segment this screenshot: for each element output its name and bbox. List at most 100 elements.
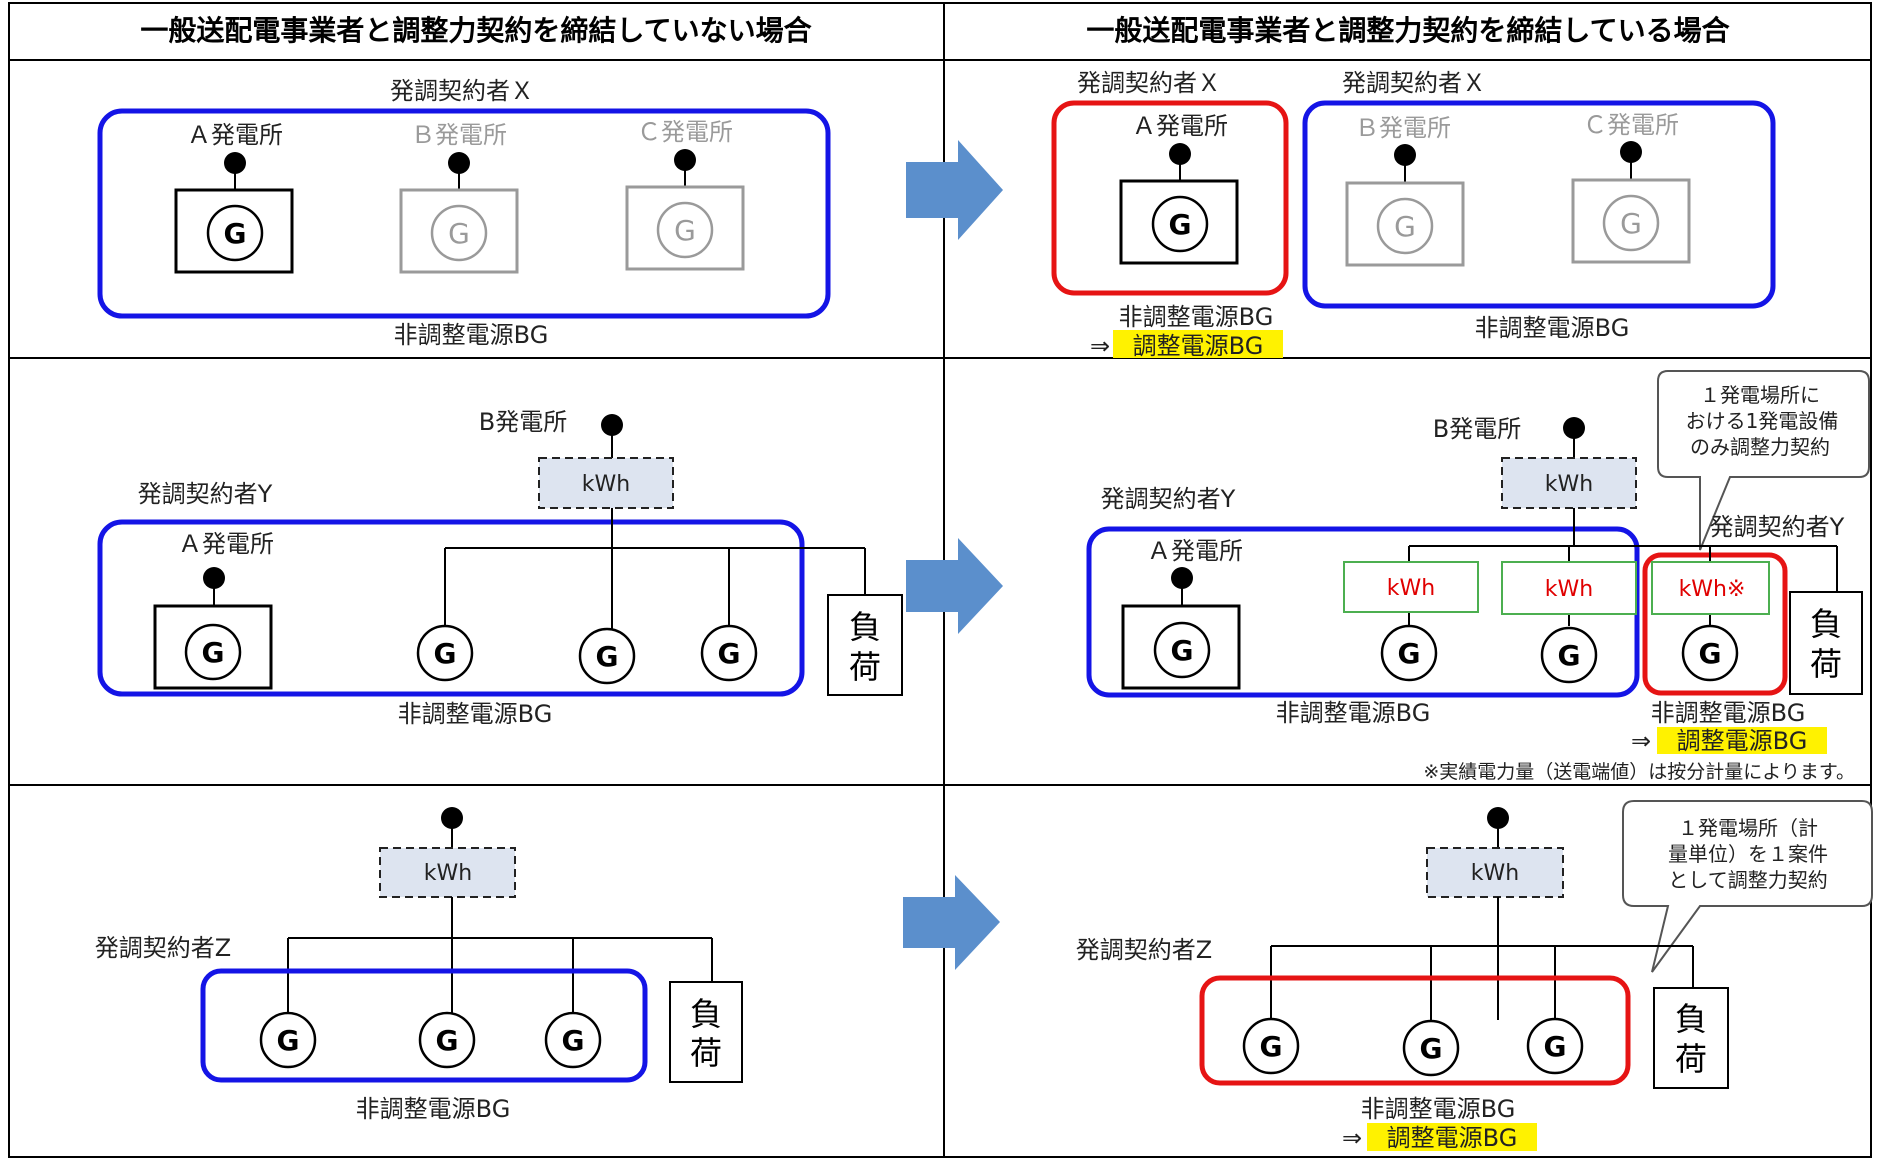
arrow-row2: [906, 538, 1003, 634]
bg-from-label: 非調整電源BG: [1119, 303, 1274, 331]
generator-symbol: G: [1544, 1030, 1567, 1063]
plant-box: [153, 604, 273, 690]
generator-symbol: G: [1420, 1032, 1443, 1065]
plant-a-label: Ａ発電所: [1147, 537, 1243, 565]
load-box: [827, 594, 903, 696]
plant-b-label: Ｂ発電所: [411, 121, 507, 149]
generator-icon: [430, 204, 488, 262]
generator-symbol: G: [434, 637, 457, 670]
row2-left-panel: B発電所 kWh 発調契約者Y Ａ発電所 G G G G 負 荷 非調整電源BG: [97, 408, 903, 728]
generator-symbol: G: [1394, 210, 1416, 243]
generator-icon: [416, 624, 474, 682]
non-adjustable-group-box: [97, 519, 805, 697]
generator-icon: [184, 623, 242, 681]
generator-icon: [1153, 621, 1211, 679]
kwh-meter-box: [379, 847, 516, 898]
row3-right-panel: kWh １発電場所（計 量単位）を１案件 として調整力契約 発調契約者Z G G…: [1076, 800, 1873, 1152]
generator-icon: [259, 1011, 317, 1069]
generator-icon: [418, 1011, 476, 1069]
load-box: [1789, 591, 1863, 695]
contractor-label-blue: 発調契約者Ｘ: [1342, 69, 1486, 97]
kwh-meter-box: [1426, 847, 1564, 898]
generator-icon: [544, 1011, 602, 1069]
generator-symbol: G: [1169, 208, 1192, 241]
header-left: 一般送配電事業者と調整力契約を締結していない場合: [140, 14, 812, 47]
plant-box: [1121, 604, 1241, 690]
contractor-label-red: 発調契約者Ｘ: [1077, 69, 1221, 97]
load-label-bottom: 荷: [849, 648, 881, 686]
generator-icon: [206, 204, 264, 262]
load-box: [1653, 987, 1729, 1089]
highlight-marker: [1657, 727, 1827, 754]
non-adjustable-group-box: [97, 108, 831, 319]
generator-icon: [1681, 624, 1739, 682]
callout-bubble: [1657, 370, 1870, 551]
generator-symbol: G: [1699, 637, 1722, 670]
header-right: 一般送配電事業者と調整力契約を締結している場合: [1086, 14, 1730, 47]
generator-icon: [1380, 624, 1438, 682]
callout-line-2: 量単位）を１案件: [1668, 842, 1828, 866]
row3-left-panel: kWh 発調契約者Z G G G 負 荷 非調整電源BG: [95, 807, 743, 1123]
load-box: [669, 981, 743, 1083]
callout-line-1: １発電場所（計: [1678, 816, 1818, 840]
right-arrow-icon: [903, 875, 1000, 970]
adjustable-group-box: [1199, 975, 1631, 1086]
generator-symbol: G: [718, 637, 741, 670]
kwh-meter-label: kWh: [424, 861, 472, 886]
contractor-label: 発調契約者Ｘ: [390, 77, 534, 105]
generator-icon: [656, 201, 714, 259]
kwh-submeter-box: [1501, 561, 1637, 615]
load-label-top: 負: [690, 995, 722, 1033]
generator-icon: [1602, 194, 1660, 252]
generator-symbol: G: [1620, 207, 1642, 240]
bg-arrow: ⇒: [1090, 332, 1110, 360]
generator-icon: [1376, 197, 1434, 255]
generator-symbol: G: [1558, 639, 1581, 672]
bg-to-label: 調整電源BG: [1133, 332, 1264, 360]
callout-bubble: [1622, 800, 1873, 973]
plant-box: [1119, 179, 1239, 265]
kwh-meter-label: kWh: [1545, 472, 1593, 497]
callout-line-3: として調整力契約: [1668, 868, 1827, 892]
generator-symbol: G: [1260, 1030, 1283, 1063]
callout-line-3: のみ調整力契約: [1690, 435, 1830, 459]
contractor-label: 発調契約者Y: [1101, 485, 1236, 513]
plant-box: [399, 188, 519, 274]
kwh-meter-box: [1501, 457, 1637, 509]
bg-to-label: 調整電源BG: [1387, 1124, 1518, 1152]
adjustable-group-box: [1051, 100, 1289, 296]
outer-frame: [8, 2, 1872, 1158]
plant-b-label: B発電所: [479, 408, 567, 436]
bg-to-label: 調整電源BG: [1677, 727, 1808, 755]
plant-a-label: Ａ発電所: [178, 530, 274, 558]
load-label-top: 負: [849, 608, 881, 646]
load-label-bottom: 荷: [690, 1034, 722, 1072]
kwh-submeter-label: kWh: [1545, 577, 1593, 602]
row2-right-panel: B発電所 kWh 発調契約者Y １発電場所に おける1発電設備 のみ調整力契約 …: [1086, 370, 1870, 783]
plant-b-label: B発電所: [1433, 415, 1521, 443]
kwh-meter-label: kWh: [582, 472, 630, 497]
load-label-bottom: 荷: [1810, 645, 1842, 683]
generator-icon: [1402, 1019, 1460, 1077]
arrow-row3: [903, 875, 1000, 970]
generator-icon: [578, 627, 636, 685]
generator-icon: [1242, 1017, 1300, 1075]
contractor-label: 発調契約者Z: [1076, 936, 1212, 964]
contractor-label: 発調契約者Z: [95, 934, 231, 962]
bg-label: 非調整電源BG: [394, 321, 549, 349]
plant-box: [1571, 178, 1691, 264]
adjustable-group-box: [1642, 552, 1788, 696]
generator-symbol: G: [448, 217, 470, 250]
generator-symbol: G: [202, 636, 225, 669]
generator-icon: [1151, 195, 1209, 253]
row1-left-panel: 発調契約者Ｘ Ａ発電所 G Ｂ発電所 G Ｃ発電所 G 非調整電源BG: [97, 77, 831, 349]
plant-box: [1345, 181, 1465, 267]
non-adjustable-group-box: [1302, 100, 1776, 309]
kwh-meter-box: [538, 457, 674, 509]
generator-symbol: G: [562, 1024, 585, 1057]
right-arrow-icon: [906, 140, 1003, 240]
generator-symbol: G: [436, 1024, 459, 1057]
callout-line-1: １発電場所に: [1700, 383, 1820, 407]
contractor-label-small: 発調契約者Y: [1710, 513, 1845, 541]
